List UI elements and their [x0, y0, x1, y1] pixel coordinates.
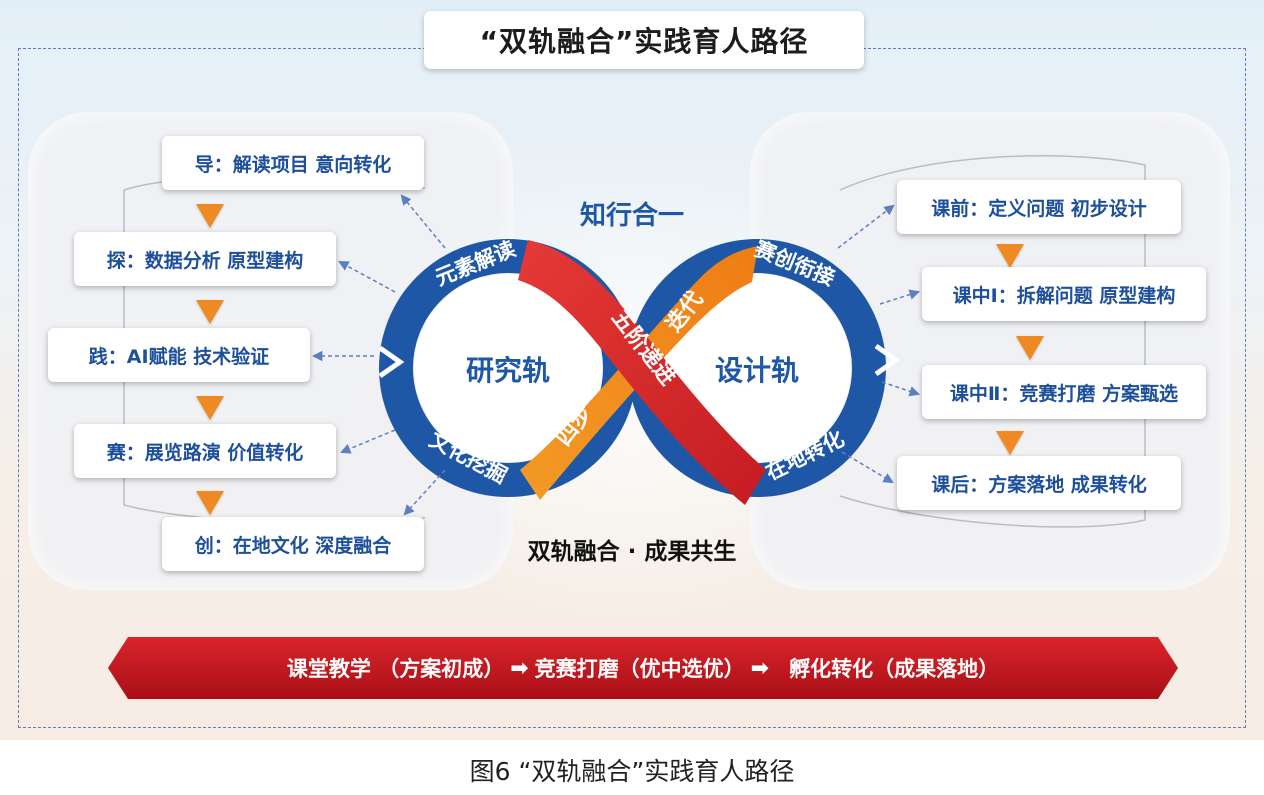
right-arrow-icon: ➡ [750, 655, 770, 681]
left-ring-inner [414, 274, 602, 462]
connector-right-1 [837, 204, 895, 249]
right-bracket-line [839, 155, 1146, 528]
banner-stage-1: 课堂教学 （方案初成） [286, 657, 505, 681]
diagram-stage: 研究轨 设计轨 元素解读 文化挖掘 赛创衔接 在地转化 迭代 四步 五阶递进 知… [0, 0, 1264, 740]
left-step-1: 导：解读项目 意向转化 [162, 136, 424, 190]
down-arrow-icon [196, 491, 224, 515]
down-arrow-icon [196, 300, 224, 324]
center-top-label: 知行合一 [580, 200, 684, 231]
down-arrow-icon [196, 204, 224, 228]
left-step-2: 探：数据分析 原型建构 [74, 232, 336, 286]
right-step-4: 课后：方案落地 成果转化 [897, 456, 1181, 510]
figure-caption: 图6 “双轨融合”实践育人路径 [469, 757, 795, 786]
diagram-title: “双轨融合”实践育人路径 [424, 11, 864, 69]
connector-right-2 [879, 289, 921, 305]
down-arrow-icon [996, 244, 1024, 268]
connector-right-3 [881, 381, 920, 397]
connector-right-4 [841, 451, 894, 484]
connector-left-5 [403, 469, 446, 516]
right-center-label: 设计轨 [715, 354, 799, 387]
connector-left-1 [400, 194, 446, 249]
left-step-3: 践：AI赋能 技术验证 [48, 328, 310, 382]
connector-left-2 [338, 260, 396, 293]
connector-left-4 [340, 429, 396, 454]
red-band [518, 240, 766, 505]
left-ring-chevron [378, 345, 405, 379]
bottom-banner-shape [108, 637, 1178, 699]
right-arrow-icon: ➡ [510, 655, 529, 681]
right-ring-chevron [874, 343, 901, 377]
left-center-label: 研究轨 [466, 354, 550, 387]
down-arrow-icon [996, 431, 1024, 455]
left-step-5: 创：在地文化 深度融合 [162, 517, 424, 571]
right-step-1: 课前：定义问题 初步设计 [897, 180, 1181, 234]
left-step-4: 赛：展览路演 价值转化 [74, 424, 336, 478]
banner-stage-2: 竞赛打磨（优中选优） [534, 657, 745, 681]
infinity-diagram: 研究轨 设计轨 元素解读 文化挖掘 赛创衔接 在地转化 迭代 四步 五阶递进 知… [108, 155, 1178, 699]
down-arrow-icon [1016, 336, 1044, 360]
down-arrow-icon [196, 396, 224, 420]
center-bottom-label: 双轨融合 · 成果共生 [528, 538, 737, 565]
banner-stage-3: 孵化转化（成果落地） [789, 657, 1000, 681]
bottom-banner: 课堂教学 （方案初成） ➡ 竞赛打磨（优中选优） ➡ 孵化转化（成果落地） [108, 637, 1178, 699]
right-step-2: 课中Ⅰ：拆解问题 原型建构 [922, 267, 1206, 321]
right-step-3: 课中Ⅱ：竞赛打磨 方案甄选 [922, 365, 1206, 419]
